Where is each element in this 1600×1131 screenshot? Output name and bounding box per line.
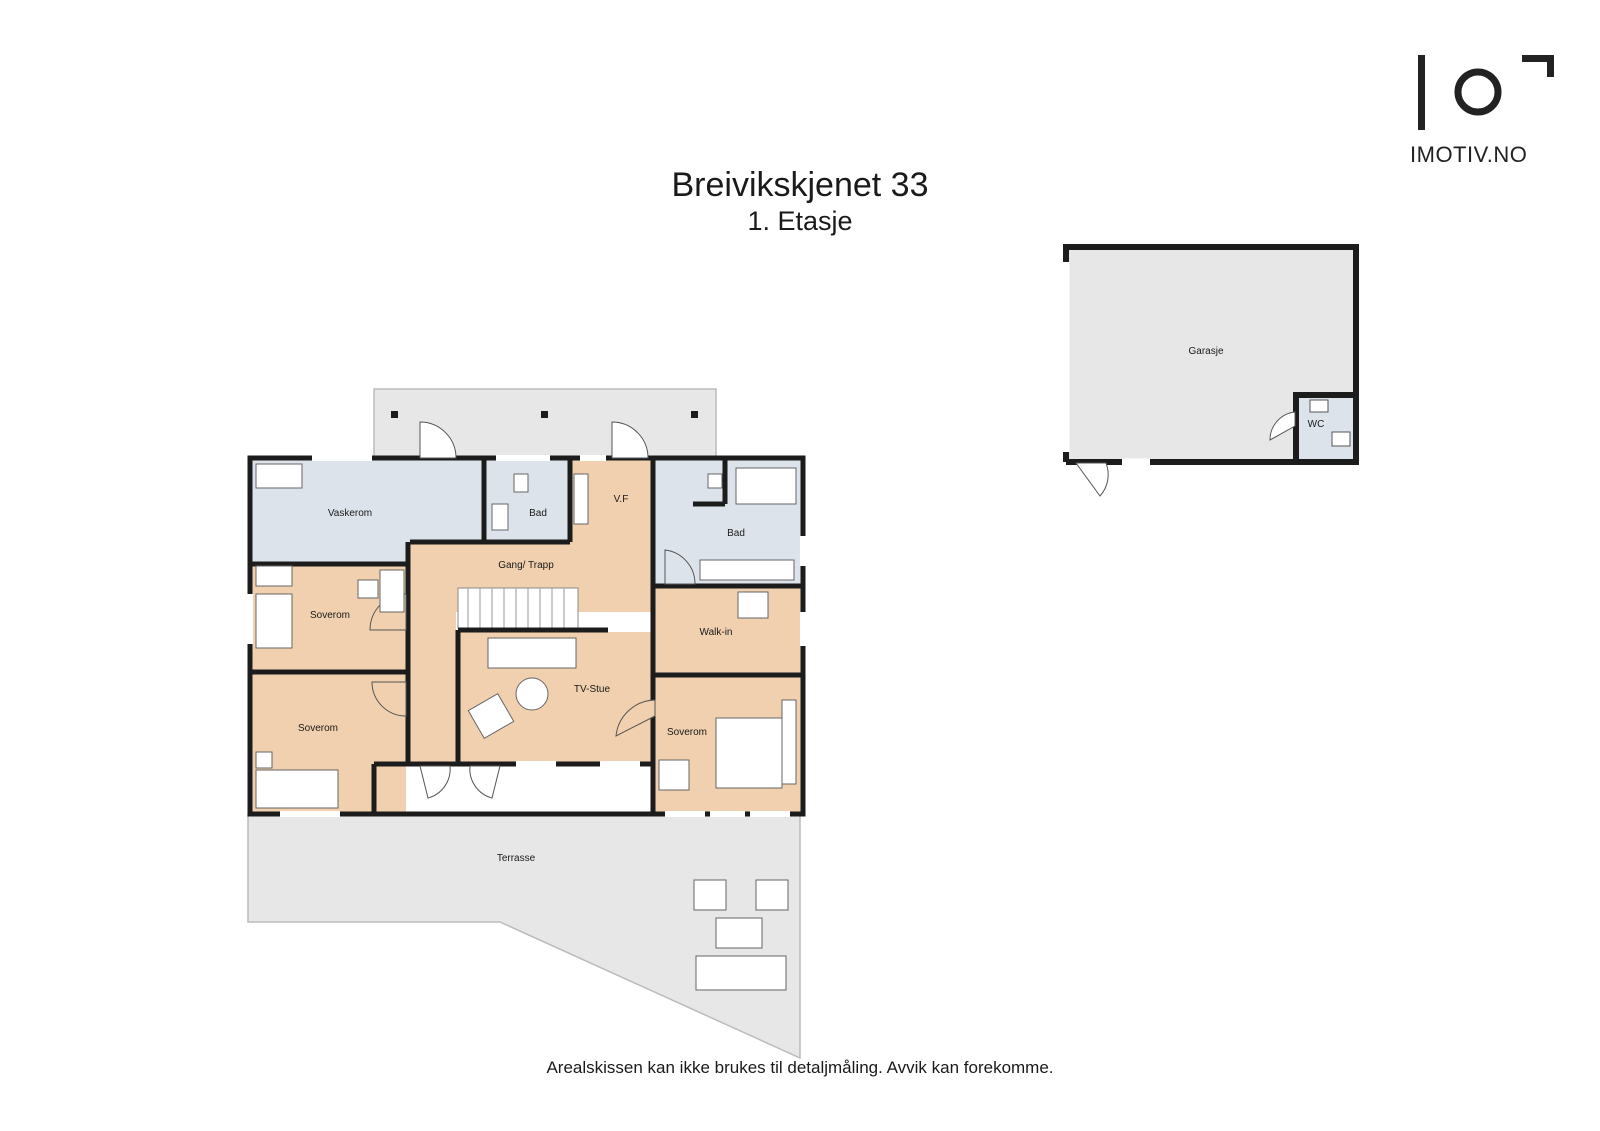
room-label-soverom-1: Soverom [310, 610, 350, 621]
furniture [255, 463, 797, 991]
room-label-terrasse: Terrasse [497, 853, 536, 864]
floorplan-title: Breivikskjenet 33 [671, 166, 929, 204]
garage-openings [1062, 262, 1150, 466]
room-label-bad-large: Bad [727, 528, 745, 539]
balcony-posts [391, 411, 698, 418]
staircase [457, 587, 579, 629]
walk-in-floor [655, 588, 801, 673]
io-logo-icon [1418, 55, 1554, 130]
disclaimer-text: Arealskissen kan ikke brukes til detaljm… [546, 1058, 1054, 1077]
brand-name: IMOTIV.NO [1410, 142, 1528, 167]
windows [247, 455, 806, 817]
room-label-tv-stue: TV-Stue [574, 684, 611, 695]
room-label-vaskerom: Vaskerom [328, 508, 372, 519]
room-label-vf: V.F [614, 494, 629, 505]
room-label-garasje: Garasje [1188, 346, 1223, 357]
garage-doors [1075, 399, 1351, 497]
corridor-floor [410, 540, 456, 764]
floor-label: 1. Etasje [747, 206, 853, 236]
room-label-gang-trapp: Gang/ Trapp [498, 560, 554, 571]
room-label-soverom-3: Soverom [667, 727, 707, 738]
room-label-walk-in: Walk-in [700, 627, 733, 638]
room-label-soverom-2: Soverom [298, 723, 338, 734]
room-label-wc: WC [1308, 419, 1325, 430]
room-label-bad-small: Bad [529, 508, 547, 519]
brand-logo[interactable]: IMOTIV.NO [1410, 50, 1560, 180]
